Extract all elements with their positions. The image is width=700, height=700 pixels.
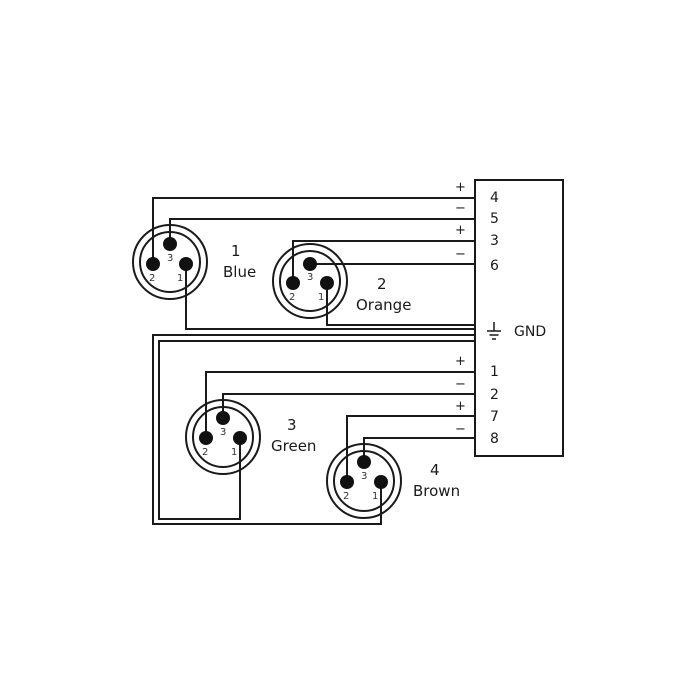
orange-pin-3 [303,257,317,271]
green-connector-number: 3 [287,416,297,434]
brown-pin-2 [340,475,354,489]
green-pin-2 [199,431,213,445]
orange-pin-1 [320,276,334,290]
terminal-4: 4 [490,190,499,206]
wire-blue-pin3-to-5 [169,218,475,244]
green-pin-3-label: 3 [220,427,227,438]
terminal-5: 5 [490,211,499,227]
brown-pin-3 [357,455,371,469]
terminal-8: 8 [490,431,499,447]
blue-pin-2 [146,257,160,271]
brown-connector-number: 4 [430,461,440,479]
wire-green-pin1-to-gnd [158,340,475,520]
brown-pin-3-label: 3 [361,471,368,482]
blue-pin-2-label: 2 [149,273,156,284]
green-pin-1-label: 1 [231,447,238,458]
wire-orange-pin2-to-3 [292,240,475,282]
green-pin-3 [216,411,230,425]
terminal-gnd: GND [514,324,547,340]
terminal-1: 1 [490,364,499,380]
terminal-2: 2 [490,387,499,403]
blue-pin-1-label: 1 [177,273,184,284]
wire-brown-pin1-to-gnd [152,334,475,525]
green-pin-2-label: 2 [202,447,209,458]
sign-terminal-5: − [455,201,466,216]
wire-green-pin3-to-2 [222,393,475,418]
orange-connector-label: Orange [356,296,412,314]
wire-green-pin2-to-1 [205,371,475,437]
blue-connector-label: Blue [223,263,257,281]
green-pin-1 [233,431,247,445]
wire-blue-pin2-to-4 [152,197,475,263]
orange-pin-2 [286,276,300,290]
orange-pin-3-label: 3 [307,272,314,283]
orange-pin-1-label: 1 [318,292,325,303]
brown-pin-1-label: 1 [372,491,379,502]
terminal-6: 6 [490,258,499,274]
wire-orange-pin1-to-gnd [326,282,475,326]
wire-brown-pin3-to-8 [363,437,475,462]
sign-terminal-3: + [455,223,466,238]
ground-symbol-icon [487,322,501,340]
blue-pin-3-label: 3 [167,253,174,264]
sign-terminal-4: + [455,180,466,195]
wire-brown-pin2-to-7 [346,415,475,481]
blue-pin-1 [179,257,193,271]
terminal-7: 7 [490,409,499,425]
sign-terminal-6: − [455,247,466,262]
orange-pin-2-label: 2 [289,292,296,303]
brown-connector-label: Brown [413,482,461,500]
blue-pin-3 [163,237,177,251]
wire-blue-pin1-to-gnd [185,264,475,330]
connector-orange [272,243,348,319]
brown-pin-2-label: 2 [343,491,350,502]
orange-connector-number: 2 [377,275,387,293]
sign-terminal-8: − [455,422,466,437]
sign-terminal-1: + [455,354,466,369]
blue-connector-number: 1 [231,242,241,260]
terminal-3: 3 [490,233,499,249]
sign-terminal-2: − [455,377,466,392]
sign-terminal-7: + [455,399,466,414]
terminal-block [474,179,564,457]
green-connector-label: Green [271,437,317,455]
brown-pin-1 [374,475,388,489]
